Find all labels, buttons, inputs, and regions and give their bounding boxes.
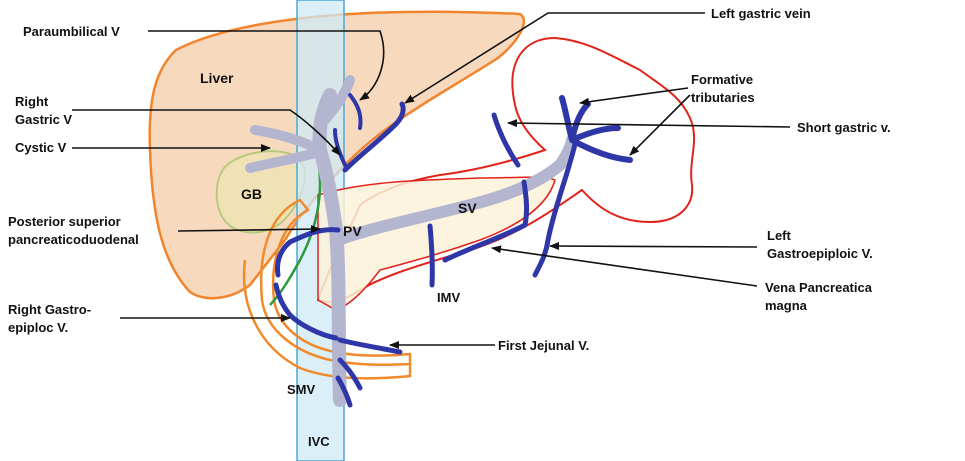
label-short-gastric: Short gastric v. <box>797 120 891 135</box>
pointer-left-ge <box>549 242 758 251</box>
label-gb: GB <box>241 186 262 202</box>
label-smv: SMV <box>287 382 316 397</box>
pointer-vena-pm <box>491 245 758 287</box>
inferior-mesenteric-vein <box>427 223 435 288</box>
portal-vein-trunk <box>312 88 347 407</box>
label-post-sup-line2: pancreaticoduodenal <box>8 232 139 247</box>
label-vena-pm-line1: Vena Pancreatica <box>765 280 873 295</box>
first-jejunal-vein <box>337 337 403 355</box>
vena-pancreatica-magna <box>442 179 530 263</box>
hilum-branch-cystic <box>245 147 323 173</box>
label-right-gastro-line2: epiploc V. <box>8 320 68 335</box>
label-formative-line2: tributaries <box>691 90 755 105</box>
paraumbilical-vein <box>348 93 363 130</box>
short-gastric-vein <box>491 112 521 168</box>
splenic-vein <box>332 134 578 246</box>
bile-duct <box>269 159 322 306</box>
pointer-formative-a <box>579 87 689 106</box>
labels: Paraumbilical V Liver Right Gastric V Cy… <box>8 6 891 449</box>
left-gastric-vein <box>342 101 406 173</box>
label-sv: SV <box>458 200 477 216</box>
label-vena-pm-line2: magna <box>765 298 808 313</box>
smv-branches <box>335 357 363 408</box>
pointer-short-gastric <box>507 119 791 128</box>
formative-tributaries <box>559 95 633 163</box>
label-paraumbilical: Paraumbilical V <box>23 24 120 39</box>
label-right-gastro-line1: Right Gastro- <box>8 302 91 317</box>
label-ivc: IVC <box>308 434 330 449</box>
label-pv: PV <box>343 223 362 239</box>
label-imv: IMV <box>437 290 460 305</box>
label-left-ge-line1: Left <box>767 228 792 243</box>
label-cystic: Cystic V <box>15 140 67 155</box>
pointer-right-gastric <box>72 109 341 156</box>
label-left-ge-line2: Gastroepiploic V. <box>767 246 873 261</box>
pointer-lines <box>72 12 791 349</box>
label-formative-line1: Formative <box>691 72 753 87</box>
label-first-jejunal: First Jejunal V. <box>498 338 589 353</box>
label-liver: Liver <box>200 70 234 86</box>
duodenum-inner <box>242 259 412 380</box>
posterior-superior-pd-vein <box>275 227 341 278</box>
hilum-branch-right <box>250 125 325 155</box>
hilum-branch-up <box>320 75 355 125</box>
left-gastroepiploic-vein <box>532 137 579 278</box>
pointer-post-sup <box>177 225 321 234</box>
label-post-sup-line1: Posterior superior <box>8 214 121 229</box>
label-right-gastric-line2: Gastric V <box>15 112 72 127</box>
label-right-gastric-line1: Right <box>15 94 49 109</box>
pointer-left-gastric <box>404 12 705 104</box>
label-left-gastric: Left gastric vein <box>711 6 811 21</box>
pancreas-shape <box>317 176 556 311</box>
pointer-paraumbilical <box>148 30 385 101</box>
